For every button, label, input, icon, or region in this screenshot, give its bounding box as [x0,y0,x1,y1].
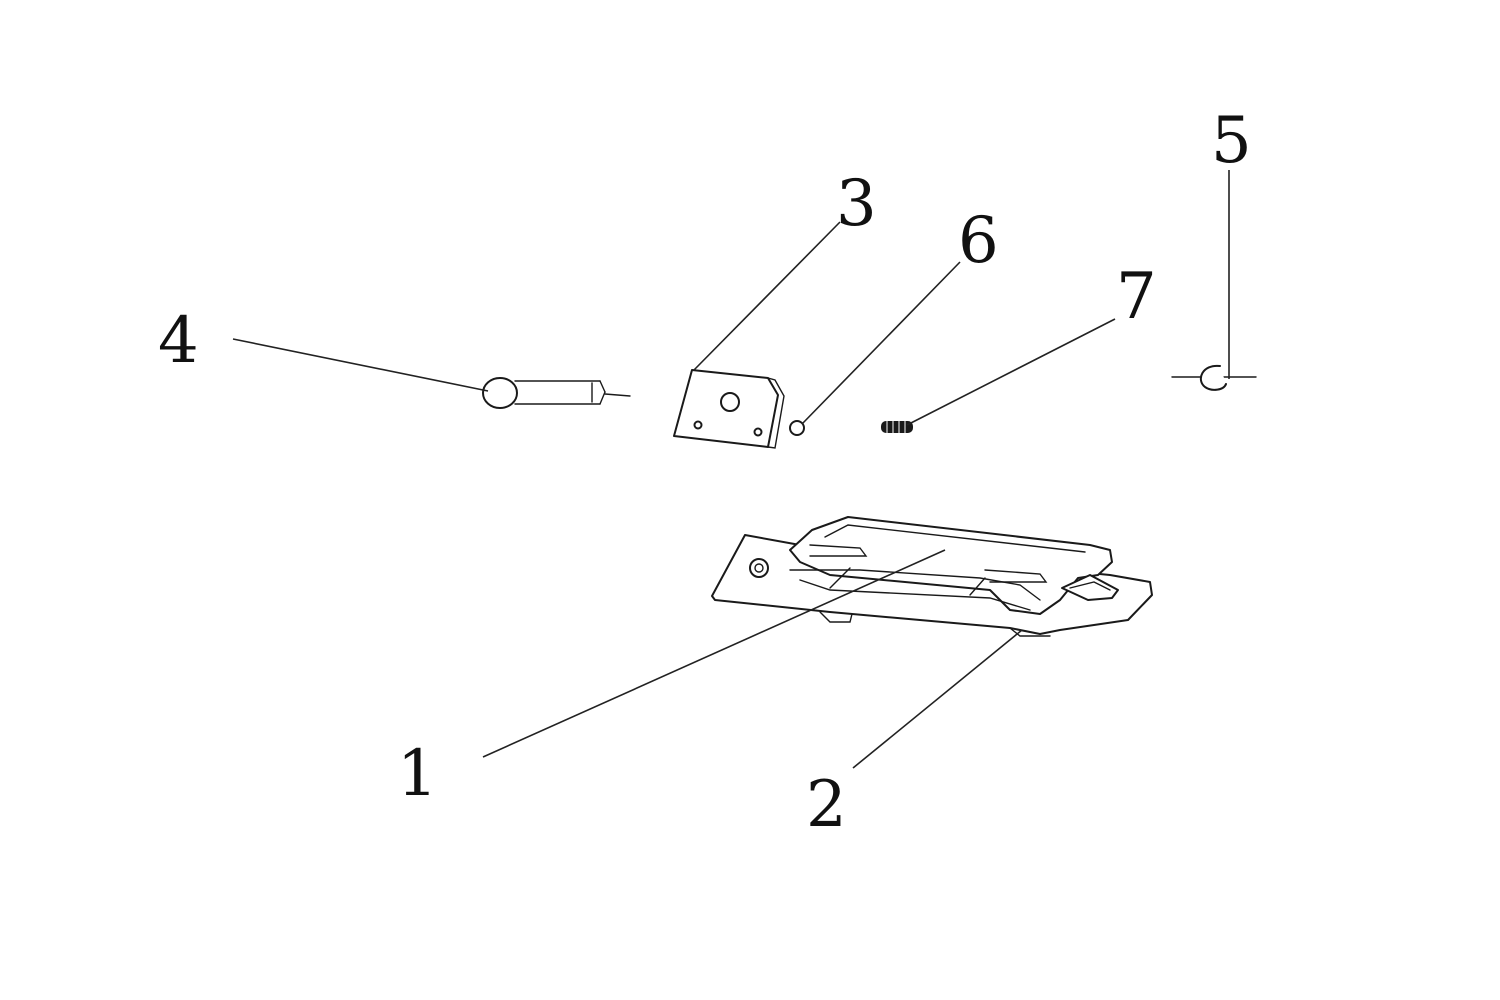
callout-labels: 1 2 3 4 5 6 7 [158,104,1252,842]
part-1-2-housing [711,516,1153,637]
callout-2: 2 [806,768,847,842]
callout-6: 6 [958,204,999,278]
callout-5: 5 [1211,104,1252,178]
callout-7: 7 [1116,260,1157,334]
leader-7 [906,318,1116,426]
leader-1 [482,549,946,758]
part-6-ball [789,420,805,436]
leader-lines [232,170,1230,769]
callout-3: 3 [836,167,877,241]
leader-6 [801,261,961,425]
part-3-plate [673,369,785,449]
leader-3 [693,221,841,371]
part-5-clip [1171,364,1257,391]
callout-4: 4 [158,304,199,378]
part-4-pin [482,377,631,409]
callout-1: 1 [397,737,438,811]
leader-4 [232,338,489,392]
part-7-spring [881,421,913,433]
leader-2 [852,629,1023,769]
